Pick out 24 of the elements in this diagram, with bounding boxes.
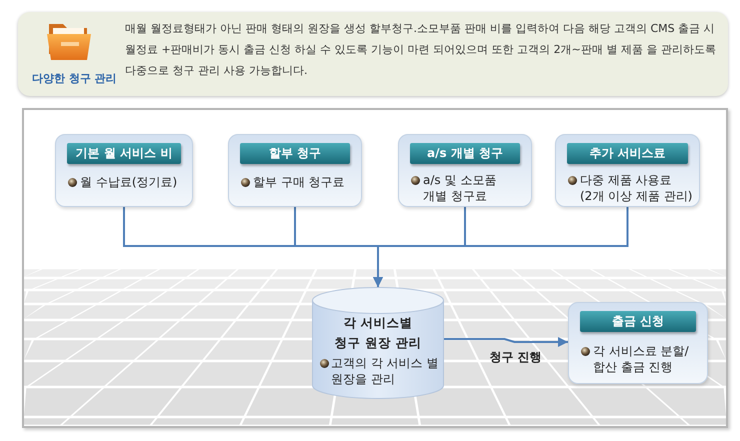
service-card: [55, 134, 193, 207]
connector-arrow: [444, 337, 568, 347]
panel-heading: 다양한 청구 관리: [32, 72, 117, 86]
service-card: [568, 302, 708, 384]
item-text: 각 서비스료 분할/합산 출금 진행: [593, 343, 690, 375]
connector-arrow: [373, 207, 628, 287]
diagram-frame: [22, 108, 728, 428]
item-text: a/s 및 소모품 개별 청구료: [423, 172, 498, 204]
title-bar: 추가 서비스료: [567, 143, 688, 164]
service-card: [228, 134, 362, 207]
title-bar: 출금 신청: [580, 311, 696, 332]
info-panel: [18, 12, 728, 96]
description-text: 매월 월정료형태가 아닌 판매 형태의 원장을 생성 할부청구.소모부품 판매 비를 입력하여 다음 해당 고객의 CMS 출금 시 월정료 +판매비가 동시 출금 신청 하실 수 있도록 기능이 마련 되어있으며 또한 고객의 2개~판매 별 제품 을 관리하도록 다중으로 청구 관리 사용 가능합니다.: [125, 21, 717, 79]
cylinder-title: 각 서비스별 청구 원장 관리: [334, 314, 422, 352]
title-bar: a/s 개별 청구: [410, 143, 520, 164]
title-bar: 기본 월 서비스 비: [67, 143, 181, 164]
title-bar: 할부 청구: [240, 143, 350, 164]
service-card: [555, 134, 700, 207]
edge-label: 청구 진행: [490, 350, 542, 365]
service-card: [398, 134, 532, 207]
item-text: 할부 구매 청구료: [253, 174, 346, 190]
item-text: 월 수납료(정기료): [80, 174, 178, 190]
item-text: 고객의 각 서비스 별 원장을 관리: [331, 355, 440, 387]
item-text: 다중 제품 사용료 (2개 이상 제품 관리): [580, 172, 694, 204]
